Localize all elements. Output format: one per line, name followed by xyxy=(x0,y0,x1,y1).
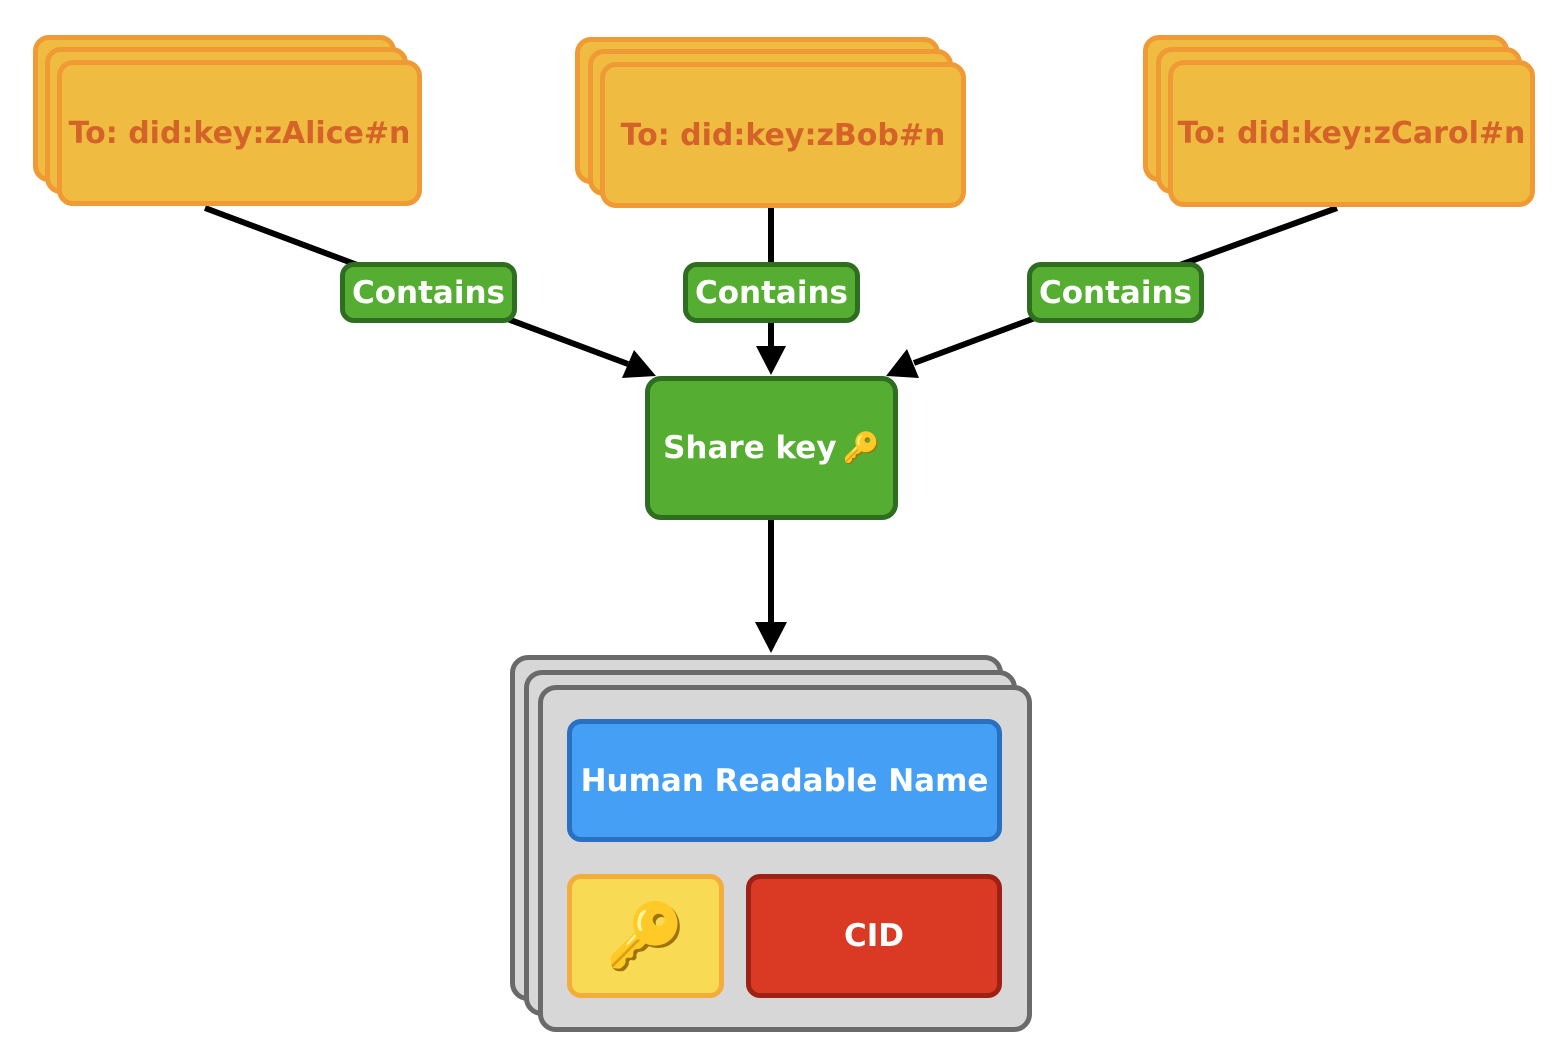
arrowhead-record xyxy=(755,622,787,653)
recipient-label: To: did:key:zCarol#n xyxy=(1177,116,1526,151)
edge-carol-contains-to-share xyxy=(912,315,1037,366)
cid-label: CID xyxy=(843,918,905,954)
recipient-envelope-carol: To: did:key:zCarol#n xyxy=(1168,60,1535,207)
contains-text: Contains xyxy=(1038,274,1192,311)
key-icon: 🔑 xyxy=(605,899,686,974)
edge-alice-to-contains xyxy=(203,205,362,269)
key-icon: 🔑 xyxy=(842,430,880,466)
recipient-label: To: did:key:zBob#n xyxy=(620,117,946,153)
cid-field: CID xyxy=(746,874,1002,998)
recipient-envelope-alice: To: did:key:zAlice#n xyxy=(57,60,422,206)
edge-alice-contains-to-share xyxy=(503,315,630,367)
share-key-node: Share key 🔑 xyxy=(645,376,898,520)
recipient-envelope-bob: To: did:key:zBob#n xyxy=(600,62,966,208)
contains-label-carol: Contains xyxy=(1027,262,1204,323)
recipient-label: To: did:key:zAlice#n xyxy=(68,115,411,151)
human-readable-name-label: Human Readable Name xyxy=(580,762,989,799)
contains-label-bob: Contains xyxy=(683,262,860,323)
share-key-label: Share key xyxy=(663,430,837,466)
contains-text: Contains xyxy=(694,274,848,311)
arrowhead-alice xyxy=(622,350,656,378)
arrowhead-carol xyxy=(886,349,919,378)
human-readable-name-field: Human Readable Name xyxy=(567,719,1002,842)
contains-label-alice: Contains xyxy=(340,262,517,323)
record-key-box: 🔑 xyxy=(567,874,724,998)
edge-carol-to-contains xyxy=(1178,205,1339,268)
contains-text: Contains xyxy=(351,274,505,311)
arrowhead-bob xyxy=(756,346,786,375)
